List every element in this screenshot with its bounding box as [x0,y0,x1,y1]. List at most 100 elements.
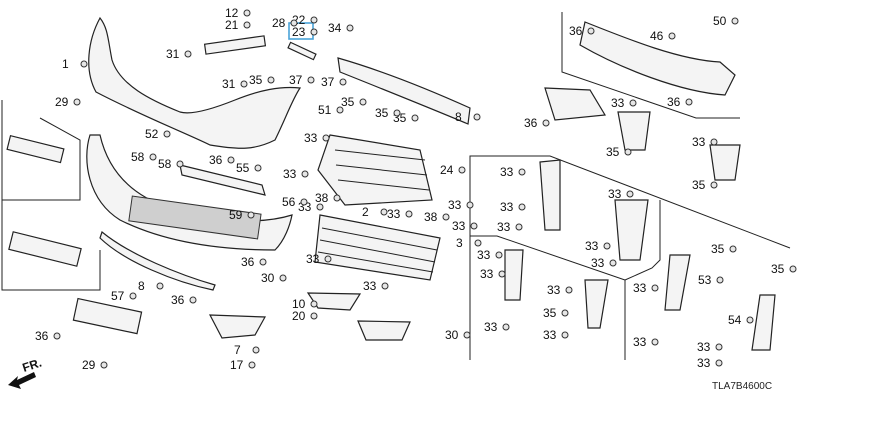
fastener-icon [685,98,693,106]
callout-label-34: 34 [328,21,342,35]
callout-label-36: 36 [209,153,223,167]
license-plate-bracket-upper [6,134,65,164]
callout-label-35: 35 [771,262,785,276]
fastener-icon [248,361,256,369]
callout-label-28: 28 [272,16,286,30]
fastener-icon [80,60,88,68]
callout-label-17: 17 [230,358,244,372]
callout-label-10: 10 [292,297,306,311]
callout-label-29: 29 [82,358,96,372]
bumper-beam-46 [579,21,736,96]
callout-label-37: 37 [321,75,335,89]
fastener-icon [498,270,506,278]
fastener-icon [515,223,523,231]
fastener-icon [333,194,341,202]
callout-label-56: 56 [282,195,296,209]
fastener-icon [715,343,723,351]
callout-label-37: 37 [289,73,303,87]
license-plate-base-57 [72,297,143,335]
fastener-icon [267,76,275,84]
callout-label-33: 33 [477,248,491,262]
lower-grille-mesh [128,195,262,240]
fastener-icon [310,300,318,308]
callout-label-38: 38 [315,191,329,205]
fastener-icon [651,284,659,292]
fastener-icon [156,282,164,290]
bracket-22 [287,41,317,61]
callout-label-33: 33 [697,340,711,354]
callout-label-36: 36 [241,255,255,269]
callout-label-1: 1 [62,57,69,71]
fastener-icon [746,316,754,324]
fastener-icon [243,9,251,17]
callout-label-36: 36 [524,116,538,130]
fastener-icon [279,274,287,282]
fastener-icon [710,181,718,189]
callout-label-33: 33 [500,200,514,214]
fastener-icon [629,99,637,107]
callout-label-31: 31 [222,77,236,91]
fastener-icon [651,338,659,346]
front-indicator: FR. [21,356,44,375]
fastener-icon [310,28,318,36]
upper-grille [337,57,471,125]
shutter-slats [317,149,438,273]
fastener-icon [129,292,137,300]
garnish-right-lower [357,320,411,341]
fastener-icon [502,323,510,331]
callout-label-33: 33 [497,220,511,234]
callout-label-20: 20 [292,309,306,323]
callout-label-33: 33 [697,356,711,370]
callout-label-33: 33 [480,267,494,281]
beam-bracket-left [544,87,607,121]
callout-label-33: 33 [448,198,462,212]
fastener-icon [184,50,192,58]
callout-label-55: 55 [236,161,250,175]
bracket-frame-left [469,155,791,360]
fastener-icon [252,346,260,354]
fastener-icon [458,166,466,174]
callout-label-35: 35 [711,242,725,256]
fastener-icon [316,203,324,211]
callout-label-33: 33 [500,165,514,179]
callout-label-35: 35 [692,178,706,192]
fastener-icon [380,208,388,216]
lower-shutter [314,214,441,281]
callout-label-33: 33 [283,167,297,181]
callout-label-33: 33 [452,219,466,233]
fastener-icon [240,80,248,88]
fastener-icon [463,331,471,339]
callout-label-33: 33 [591,256,605,270]
fastener-icon [715,359,723,367]
fastener-icon [163,130,171,138]
callout-label-58: 58 [131,150,145,164]
callout-label-23: 23 [292,25,306,39]
air-shutter [317,134,433,206]
fastener-icon [466,201,474,209]
fastener-icon [561,331,569,339]
plate-frame-lower [1,200,101,291]
fastener-icon [247,211,255,219]
diagram-code: TLA7B4600C [712,381,772,392]
fastener-icon [243,21,251,29]
fastener-icon [609,259,617,267]
fastener-icon [310,312,318,320]
callout-label-35: 35 [249,73,263,87]
callout-label-33: 33 [387,207,401,221]
callout-label-29: 29 [55,95,69,109]
fastener-icon [100,361,108,369]
fastener-icon [789,265,797,273]
fog-garnish-7 [208,314,266,339]
callout-label-33: 33 [543,328,557,342]
fastener-icon [393,109,401,117]
front-arrow-icon [8,372,36,389]
callout-label-8: 8 [138,279,145,293]
callout-label-46: 46 [650,29,664,43]
callout-label-50: 50 [713,14,727,28]
fastener-icon [626,190,634,198]
callout-label-24: 24 [440,163,454,177]
callout-label-33: 33 [633,335,647,349]
callout-label-33: 33 [585,239,599,253]
fastener-icon [176,160,184,168]
